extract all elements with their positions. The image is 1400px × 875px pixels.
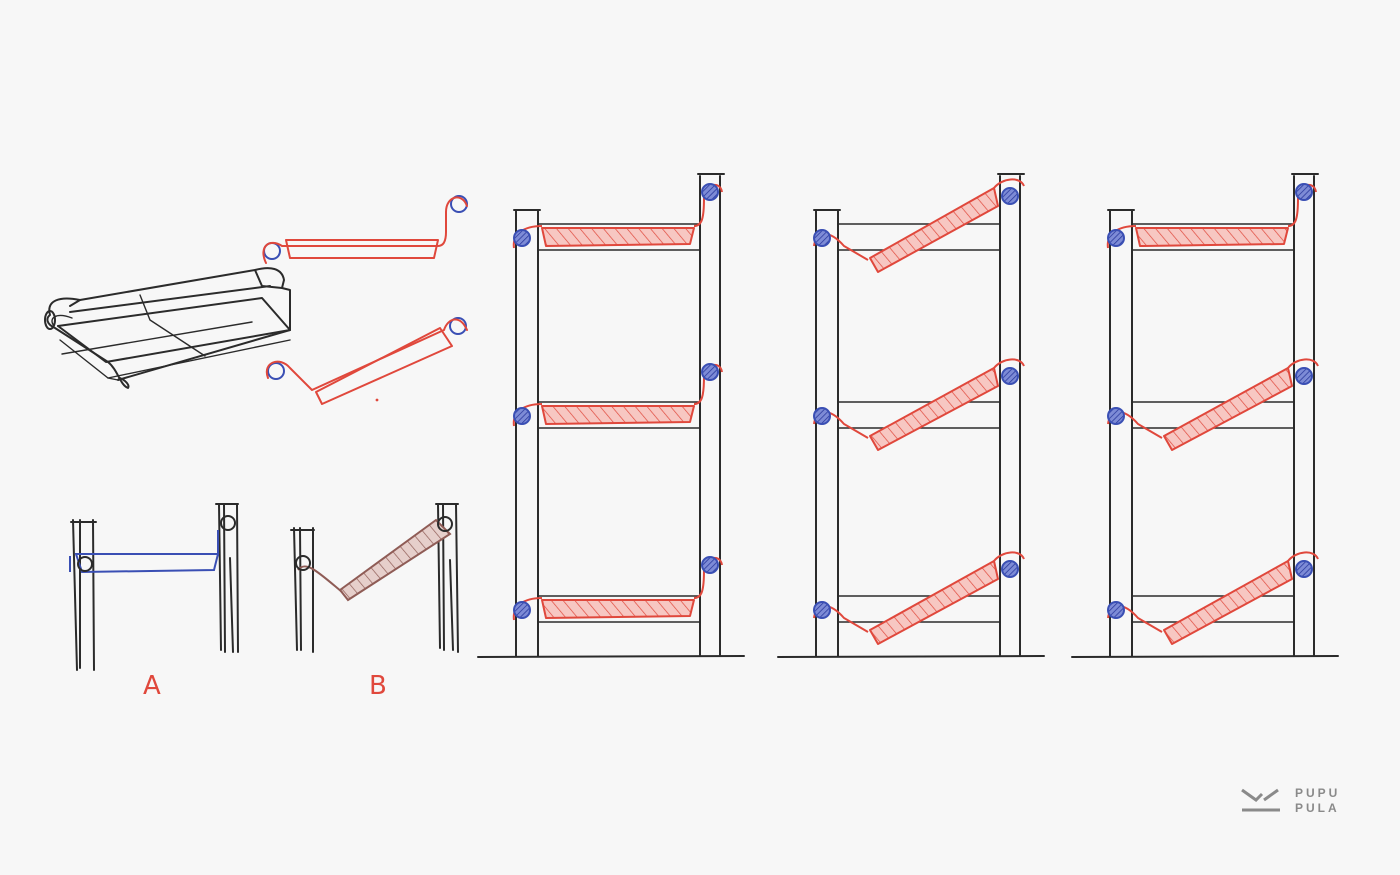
hinge-pin-icon <box>1107 601 1125 619</box>
mount-a-flat <box>69 503 239 671</box>
hinge-pin-icon <box>1001 187 1019 205</box>
logo-line-2: PULA <box>1295 801 1340 815</box>
floor-line <box>1071 655 1339 658</box>
hinge-pin-icon <box>1107 407 1125 425</box>
hinge-pin-icon <box>1295 560 1313 578</box>
shelf-flat <box>1135 227 1289 247</box>
mount-b-tilted <box>290 503 459 653</box>
hinge-pin-icon <box>1295 367 1313 385</box>
shelf-tilted <box>869 187 999 273</box>
hinge-pin-icon <box>1001 560 1019 578</box>
shelf-flat <box>541 227 695 247</box>
floor-line <box>777 655 1045 658</box>
hinge-pin-icon <box>1107 229 1125 247</box>
hinge-pin-icon <box>1001 367 1019 385</box>
hinge-pin-icon <box>437 516 453 532</box>
hinge-pin-icon <box>513 601 531 619</box>
shelf-flat <box>541 405 695 425</box>
shelf-profile-tilted <box>265 317 468 405</box>
hinge-pin-icon <box>701 183 719 201</box>
label-b: B <box>369 671 387 701</box>
hinge-pin-icon <box>267 362 285 380</box>
hinge-pin-icon <box>1295 183 1313 201</box>
hinge-pin-icon <box>513 229 531 247</box>
hinge-pin-icon <box>701 363 719 381</box>
rack-mixed <box>1071 173 1339 658</box>
label-a: A <box>143 671 161 701</box>
hinge-pin-icon <box>220 515 236 531</box>
hinge-pin-icon <box>77 556 93 572</box>
floor-line <box>477 655 745 658</box>
shelf-profile-flat <box>262 195 468 264</box>
logo-line-1: PUPU <box>1295 786 1340 800</box>
hinge-pin-icon <box>813 407 831 425</box>
hinge-pin-icon <box>295 555 311 571</box>
hinge-pin-icon <box>513 407 531 425</box>
hinge-pin-icon <box>813 601 831 619</box>
shelf-perspective-sketch <box>44 267 291 389</box>
shelf-tilted <box>869 560 999 645</box>
hinge-pin-icon <box>813 229 831 247</box>
shelf-flat <box>541 599 695 619</box>
rack-all-flat <box>477 173 745 658</box>
shelf-tilted <box>1163 367 1293 451</box>
rack-all-tilted <box>777 173 1045 658</box>
logo-mark-icon <box>1241 788 1279 802</box>
shelf-tilted <box>1163 560 1293 645</box>
shelf-tilted <box>869 367 999 451</box>
pupupula-logo: PUPU PULA <box>1241 786 1340 815</box>
hinge-pin-icon <box>701 556 719 574</box>
